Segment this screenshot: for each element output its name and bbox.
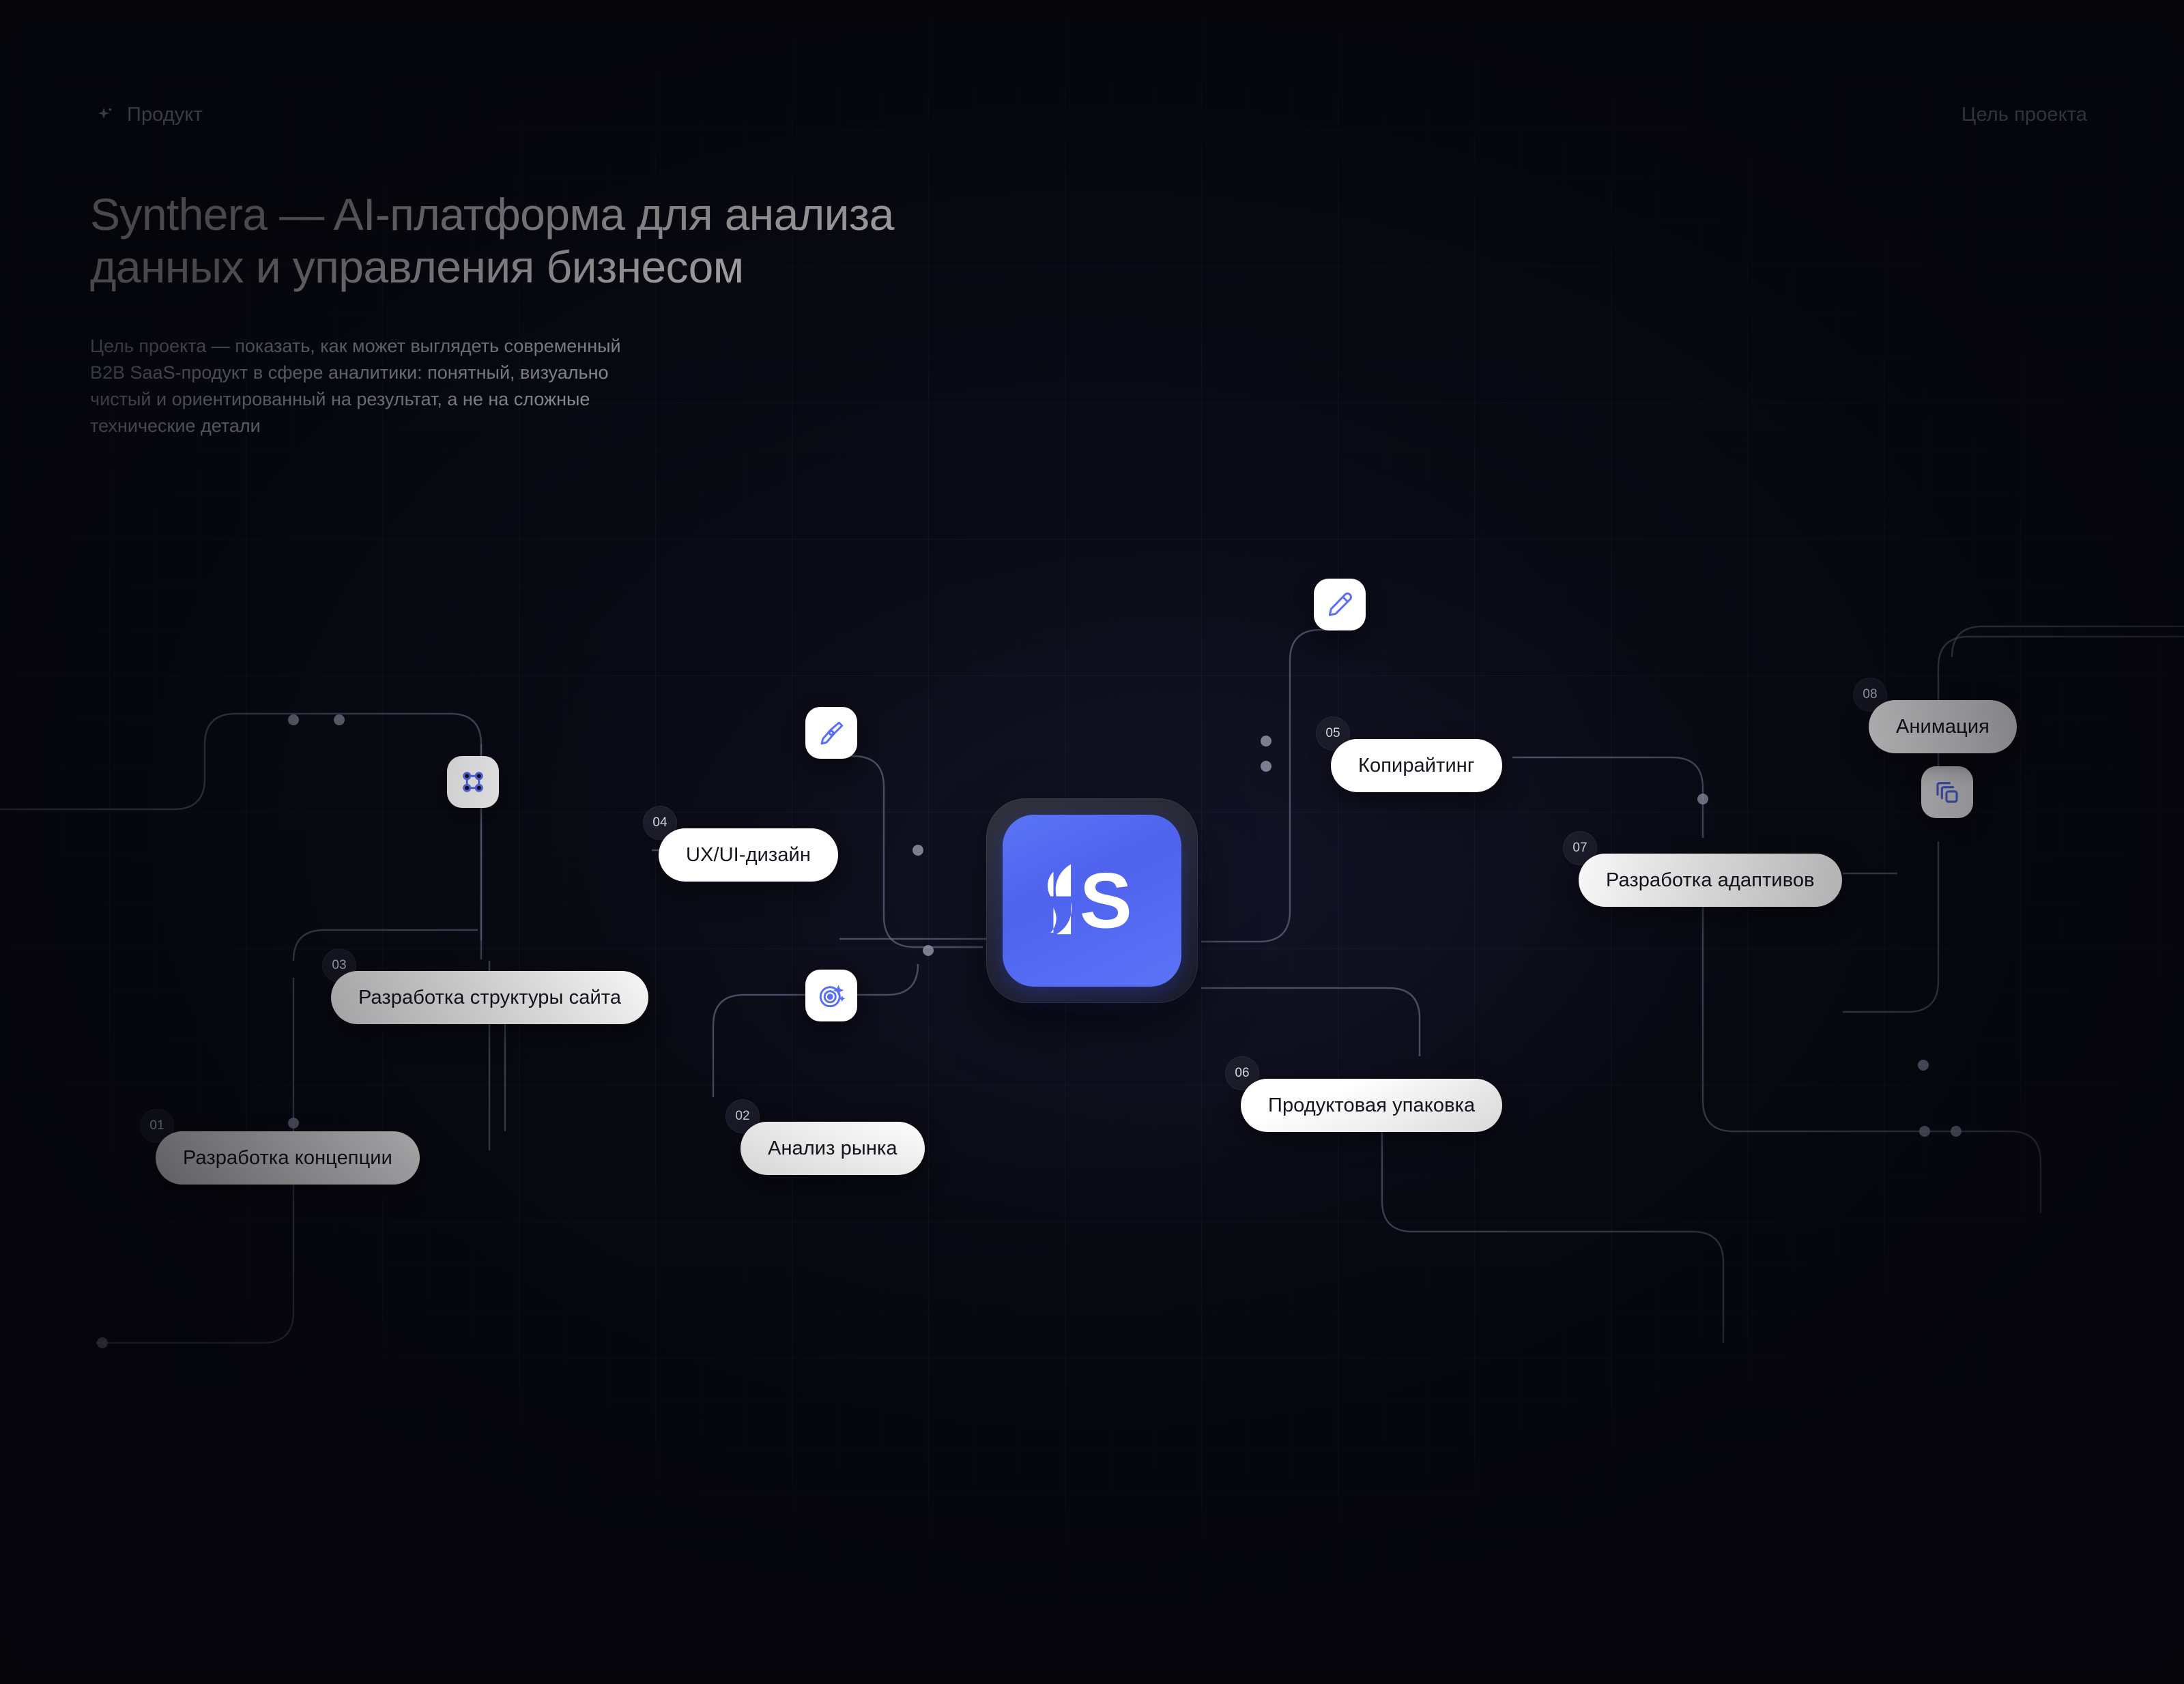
step-label-06: Продуктовая упаковка [1268,1094,1476,1116]
pen-nib-icon-tile[interactable] [805,707,857,759]
step-chip-05[interactable]: Копирайтинг [1331,739,1502,792]
target-sparkle-icon [817,981,846,1010]
pen-nib-icon [817,718,846,747]
dark-canvas: Продукт Цель проекта Synthera — AI-платф… [0,12,2184,1677]
logo-s-glyph: S [1047,857,1132,944]
layers-copy-icon [1933,778,1962,807]
step-label-04: UX/UI-дизайн [686,843,811,866]
step-chip-08[interactable]: Анимация [1869,700,2017,753]
step-label-02: Анализ рынка [768,1137,897,1159]
step-chip-07[interactable]: Разработка адаптивов [1579,854,1842,907]
step-chip-01[interactable]: Разработка концепции [156,1131,420,1185]
pencil-edit-icon [1325,590,1354,619]
step-chip-04[interactable]: UX/UI-дизайн [659,828,838,882]
step-chip-06[interactable]: Продуктовая упаковка [1241,1079,1503,1132]
synthera-logo-tile: S [1003,815,1181,987]
target-sparkle-icon-tile[interactable] [805,970,857,1021]
step-label-05: Копирайтинг [1358,754,1475,776]
layers-copy-icon-tile[interactable] [1921,766,1973,818]
frame-nodes-icon [459,768,487,796]
process-diagram: S [0,12,2184,1677]
step-chip-02[interactable]: Анализ рынка [741,1122,925,1175]
frame-nodes-icon-tile[interactable] [447,756,499,808]
svg-text:S: S [1080,857,1132,944]
step-label-01: Разработка концепции [183,1146,392,1169]
step-label-07: Разработка адаптивов [1606,869,1815,891]
synthera-logo[interactable]: S [986,798,1198,1003]
pencil-edit-icon-tile[interactable] [1314,579,1366,630]
step-label-08: Анимация [1896,715,1989,738]
step-chip-03[interactable]: Разработка структуры сайта [331,971,649,1024]
step-label-03: Разработка структуры сайта [358,986,622,1008]
